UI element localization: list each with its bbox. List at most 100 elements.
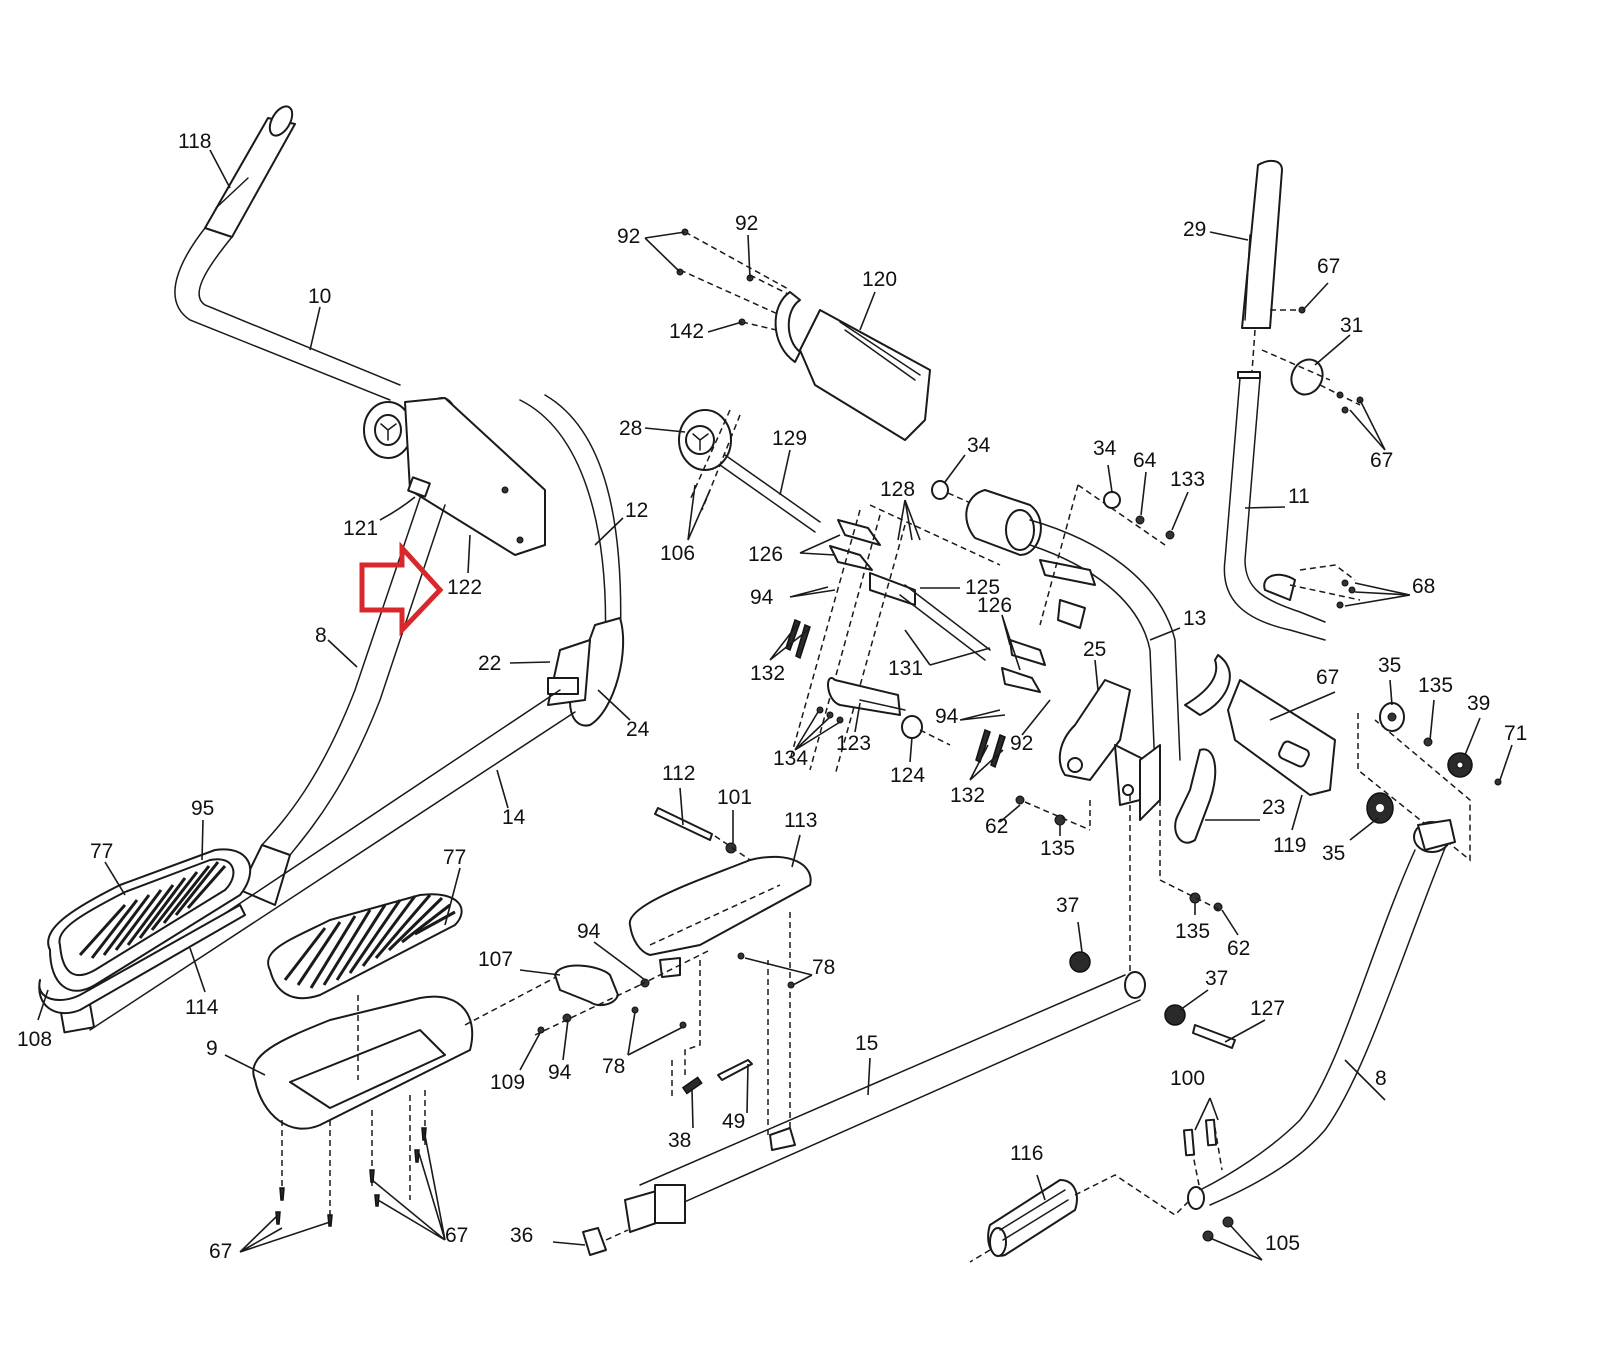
label-34: 34 <box>967 434 991 457</box>
label-134: 134 <box>773 747 808 770</box>
label-132: 132 <box>950 784 985 807</box>
label-67: 67 <box>1317 255 1340 278</box>
label-128: 128 <box>880 478 915 501</box>
label-15: 15 <box>855 1032 878 1055</box>
label-116: 116 <box>1010 1142 1043 1165</box>
label-92: 92 <box>617 225 640 248</box>
label-129: 129 <box>772 427 807 450</box>
label-29: 29 <box>1183 218 1206 241</box>
label-68: 68 <box>1412 575 1435 598</box>
label-11: 11 <box>1288 485 1310 508</box>
label-94: 94 <box>548 1061 572 1084</box>
label-108: 108 <box>17 1028 52 1051</box>
label-105: 105 <box>1265 1232 1300 1255</box>
label-31: 31 <box>1340 314 1363 337</box>
label-121: 121 <box>343 517 378 540</box>
label-123: 123 <box>836 732 871 755</box>
label-77: 77 <box>90 840 113 863</box>
frame-12 <box>519 394 625 727</box>
part-labels: 118 10 121 122 12 8 22 24 14 95 77 77 11… <box>17 130 1527 1263</box>
lower-arm-8-right <box>1182 819 1456 1242</box>
label-62: 62 <box>1227 937 1250 960</box>
label-24: 24 <box>626 718 650 741</box>
pivot-cap-28 <box>678 409 821 533</box>
label-35: 35 <box>1378 654 1401 677</box>
label-28: 28 <box>619 417 642 440</box>
label-118: 118 <box>178 130 211 153</box>
label-78: 78 <box>602 1055 625 1078</box>
label-126: 126 <box>748 543 783 566</box>
label-62: 62 <box>985 815 1008 838</box>
label-9: 9 <box>206 1037 218 1060</box>
label-142: 142 <box>669 320 704 343</box>
label-37: 37 <box>1056 894 1079 917</box>
label-23: 23 <box>1262 796 1285 819</box>
label-124: 124 <box>890 764 925 787</box>
shroud-120 <box>676 228 931 441</box>
label-106: 106 <box>660 542 695 565</box>
label-8: 8 <box>315 624 327 647</box>
label-135: 135 <box>1175 920 1210 943</box>
upper-arm-10 <box>174 105 546 556</box>
label-107: 107 <box>478 948 513 971</box>
tread-pad-77 <box>267 893 463 1000</box>
label-38: 38 <box>668 1129 691 1152</box>
label-78: 78 <box>812 956 835 979</box>
grip-116 <box>969 1174 1191 1263</box>
highlight-arrow-icon <box>359 541 444 637</box>
label-120: 120 <box>862 268 897 291</box>
label-125: 125 <box>965 576 1000 599</box>
label-122: 122 <box>447 576 482 599</box>
spring-38-pin-49 <box>671 1059 753 1100</box>
label-112: 112 <box>662 762 695 785</box>
cap-31 <box>1261 349 1364 414</box>
bolts-62-135 <box>1015 780 1223 980</box>
pedal-left <box>38 848 252 1015</box>
label-127: 127 <box>1250 997 1285 1020</box>
label-94: 94 <box>935 705 959 728</box>
pedal-base-9 <box>252 974 561 1130</box>
label-35: 35 <box>1322 842 1345 865</box>
pedal-treads-left <box>78 861 227 959</box>
label-39: 39 <box>1467 692 1490 715</box>
label-95: 95 <box>191 797 214 820</box>
label-92: 92 <box>1010 732 1033 755</box>
label-114: 114 <box>185 996 219 1019</box>
label-8: 8 <box>1375 1067 1387 1090</box>
label-67: 67 <box>1370 449 1393 472</box>
label-133: 133 <box>1170 468 1205 491</box>
label-119: 119 <box>1273 834 1306 857</box>
label-49: 49 <box>722 1110 745 1133</box>
label-14: 14 <box>502 806 526 829</box>
leader-lines <box>37 149 1513 1261</box>
label-77: 77 <box>443 846 466 869</box>
plate-113 <box>534 807 812 1075</box>
label-126: 126 <box>977 594 1012 617</box>
label-94: 94 <box>577 920 601 943</box>
lower-arm-8-left <box>239 497 446 906</box>
label-67: 67 <box>209 1240 232 1263</box>
label-13: 13 <box>1183 607 1206 630</box>
rail-15 <box>624 910 1236 1233</box>
label-132: 132 <box>750 662 785 685</box>
label-92: 92 <box>735 212 758 235</box>
label-67: 67 <box>445 1224 468 1247</box>
label-10: 10 <box>308 285 331 308</box>
label-22: 22 <box>478 652 501 675</box>
label-109: 109 <box>490 1071 525 1094</box>
frame-13 <box>931 480 1181 771</box>
label-71: 71 <box>1504 722 1527 745</box>
end-cap-36 <box>582 1227 629 1256</box>
label-25: 25 <box>1083 638 1106 661</box>
label-64: 64 <box>1133 449 1157 472</box>
bracket-25 <box>1058 679 1161 821</box>
bearing-cluster <box>1357 702 1502 862</box>
label-100: 100 <box>1170 1067 1205 1090</box>
label-101: 101 <box>717 786 752 809</box>
label-94: 94 <box>750 586 774 609</box>
label-113: 113 <box>784 809 817 832</box>
shroud-119 <box>1174 654 1336 844</box>
label-37: 37 <box>1205 967 1228 990</box>
pivot-cluster <box>785 504 1046 776</box>
